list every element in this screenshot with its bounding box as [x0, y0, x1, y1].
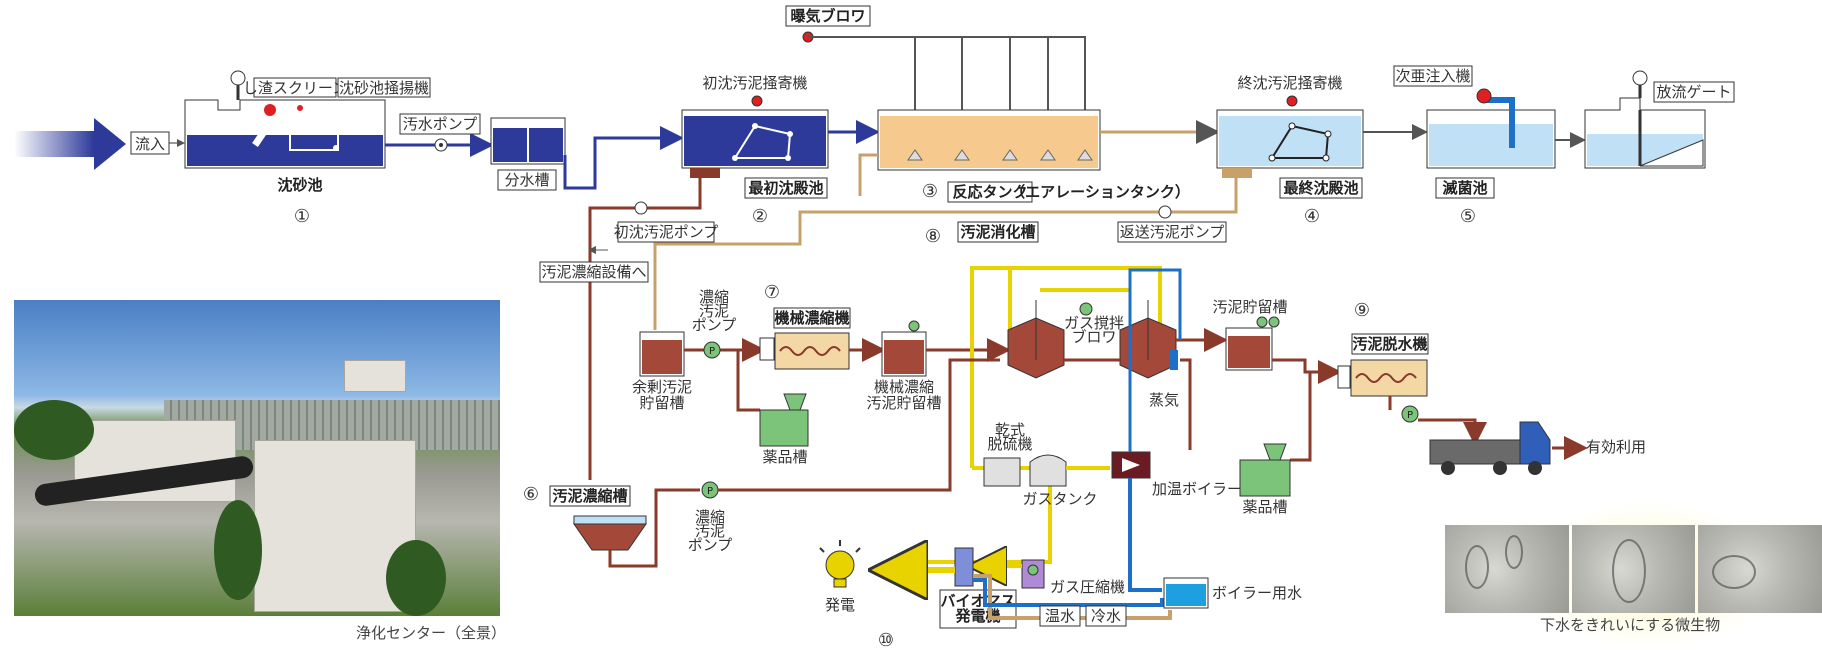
- distribution-tank-label-box: 分水槽: [498, 170, 556, 190]
- gas-compressor: [1022, 560, 1044, 588]
- steam-label: 蒸気: [1149, 391, 1179, 409]
- effective-use-label: 有効利用: [1586, 438, 1646, 456]
- digester-1: [1008, 300, 1064, 378]
- gas-mixer-label: ガス撹拌ブロワ: [1064, 314, 1124, 346]
- cold-water-label: 冷水: [1091, 607, 1121, 625]
- step-number-4: ④: [1304, 206, 1320, 227]
- sewage-pump-label: 汚水ポンプ: [403, 115, 478, 133]
- primary-collector-label: 初沈汚泥掻寄機: [702, 74, 807, 92]
- chem-tank-a-label: 薬品槽: [762, 448, 807, 466]
- step-number-1: ①: [294, 206, 310, 227]
- microbe-photo-1: [1445, 525, 1569, 613]
- step-number-2: ②: [752, 206, 768, 227]
- heating-boiler: [1112, 452, 1150, 478]
- chlorinator-label: 次亜注入機: [1395, 67, 1470, 85]
- primary-tank-label: 最初沈殿池: [748, 179, 823, 197]
- gas-tank: [1030, 455, 1066, 486]
- blower-label: 曝気ブロワ: [790, 7, 865, 25]
- excess-storage-label: 余剰汚泥貯留槽: [632, 378, 692, 412]
- to-thickening-label: 汚泥濃縮設備へ: [541, 263, 646, 281]
- microbe-photo-2: [1572, 525, 1696, 613]
- final-collector-label: 終沈汚泥掻寄機: [1237, 74, 1342, 92]
- inflow-label-box: 流入: [131, 132, 169, 154]
- mechanical-thickener: [760, 333, 849, 369]
- heating-boiler-label: 加温ボイラー: [1152, 480, 1242, 498]
- final-sedimentation-tank: [1217, 96, 1363, 178]
- step-number-10: ⑩: [878, 630, 894, 651]
- micro-caption: 下水をきれいにする微生物: [1540, 614, 1720, 635]
- conc-pump-a-label: 濃縮汚泥ポンプ: [692, 288, 737, 334]
- step-number-5: ⑤: [1460, 206, 1476, 227]
- thickener-label: 汚泥濃縮槽: [552, 487, 627, 505]
- chlorinator-icon: [1477, 89, 1491, 103]
- microbe-photo-3: [1698, 525, 1822, 613]
- chemical-tank-a: [760, 394, 808, 446]
- mech-thickener-label: 機械濃縮機: [774, 309, 849, 327]
- boiler-water-tank: [1164, 578, 1208, 608]
- grit-lifter-label: 沈砂池掻揚機: [339, 79, 429, 97]
- chem-tank-b-label: 薬品槽: [1242, 498, 1287, 516]
- step-number-9: ⑨: [1354, 300, 1370, 321]
- warm-water-label: 温水: [1045, 607, 1075, 625]
- digester-label: 汚泥消化槽: [960, 223, 1035, 241]
- dewatering-machine: [1338, 360, 1427, 396]
- svg-text:P: P: [1407, 410, 1413, 421]
- dry-desulfurizer-label: 乾式脱硫機: [987, 421, 1032, 453]
- screen-label-box: し渣スクリーン: [243, 78, 347, 97]
- distribution-tank-label: 分水槽: [504, 171, 549, 189]
- power-label: 発電: [825, 596, 855, 614]
- chemical-tank-b: [1240, 444, 1290, 496]
- facility-photo: [14, 300, 500, 616]
- boiler-water-label: ボイラー用水: [1212, 584, 1302, 602]
- reaction-tank: [878, 110, 1100, 170]
- primary-sludge-pump-icon: [635, 202, 647, 214]
- grit-lifter-label-box: 沈砂池掻揚機: [338, 78, 430, 97]
- dry-desulfurizer: [984, 458, 1020, 486]
- microorganism-photos: [1445, 525, 1822, 613]
- conc-pump-b-label: 濃縮汚泥ポンプ: [688, 508, 733, 554]
- sludge-storage-label: 汚泥貯留槽: [1212, 298, 1287, 316]
- svg-text:P: P: [709, 346, 715, 357]
- step-number-3: ③: [922, 181, 938, 202]
- primary-sedimentation-tank: [682, 96, 828, 178]
- gas-compressor-label: ガス圧縮機: [1050, 578, 1125, 596]
- reaction-tank-sublabel: （エアレーションタンク）: [1010, 183, 1190, 201]
- primary-sludge-pump-label: 初沈汚泥ポンプ: [614, 223, 719, 241]
- return-sludge-pump-label: 返送汚泥ポンプ: [1120, 223, 1225, 241]
- biomass-generator: [955, 548, 973, 586]
- red-indicator-icon: [264, 104, 276, 116]
- disinfection-tank-label: 滅菌池: [1442, 179, 1487, 197]
- final-tank-label: 最終沈殿池: [1283, 179, 1358, 197]
- inflow-label: 流入: [135, 135, 165, 153]
- disinfection-tank: [1427, 89, 1555, 168]
- sludge-thickener: [574, 516, 646, 550]
- sludge-storage: [1226, 317, 1279, 370]
- step-number-7: ⑦: [764, 282, 780, 303]
- screen-label: し渣スクリーン: [243, 79, 347, 97]
- svg-text:P: P: [707, 486, 713, 497]
- grit-chamber-label: 沈砂池: [277, 176, 322, 194]
- discharge-gate-label: 放流ゲート: [1656, 83, 1731, 101]
- step-number-6: ⑥: [523, 484, 539, 505]
- return-sludge-pump-icon: [1159, 206, 1171, 218]
- sewage-pump-label-box: 汚水ポンプ: [400, 114, 480, 134]
- truck-icon: [1430, 422, 1550, 475]
- gas-lines: [928, 268, 1160, 562]
- distribution-tank: [491, 118, 565, 164]
- dewatering-label: 汚泥脱水機: [1352, 335, 1427, 353]
- gas-tank-label: ガスタンク: [1022, 490, 1097, 508]
- inflow-arrow: [14, 118, 126, 170]
- mech-storage-label: 機械濃縮汚泥貯留槽: [866, 378, 941, 412]
- mechanical-sludge-storage: [882, 321, 926, 376]
- lightbulb-icon: [820, 540, 860, 587]
- step-number-8: ⑧: [925, 226, 941, 247]
- photo-caption: 浄化センター（全景）: [356, 622, 506, 643]
- excess-sludge-storage: [640, 332, 684, 376]
